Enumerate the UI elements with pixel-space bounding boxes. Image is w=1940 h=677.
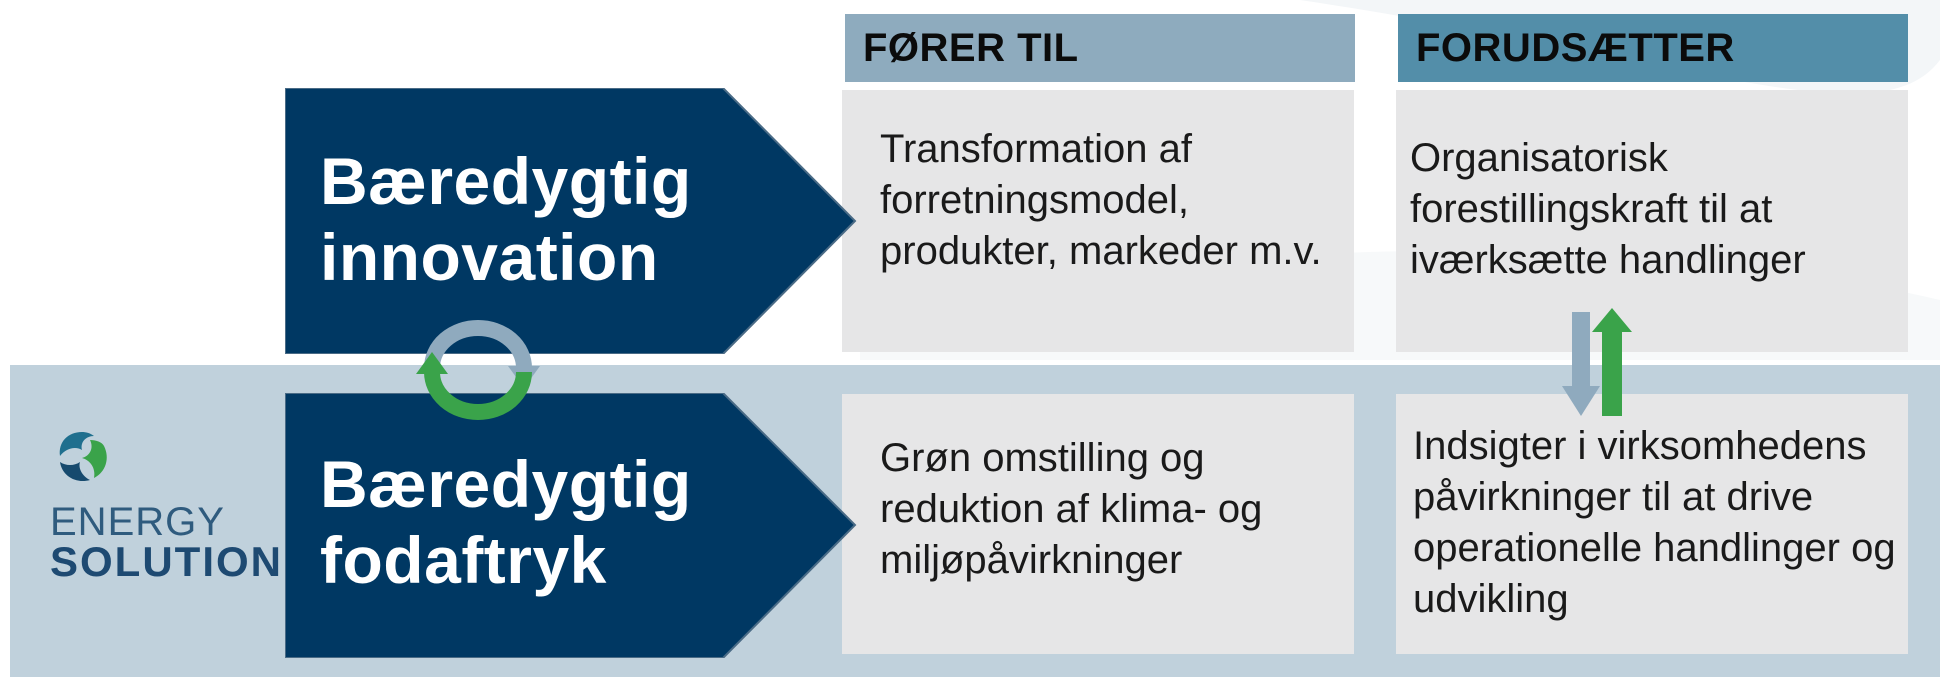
- box-line: produkter, markeder m.v.: [880, 229, 1322, 273]
- box-line: forretningsmodel,: [880, 178, 1190, 222]
- chevron-innovation: [285, 88, 857, 354]
- cycle-arrows-icon: [416, 320, 540, 420]
- chevron-title-line: Bæredygtig: [320, 447, 692, 521]
- box-line: Indsigter i virksomhedens: [1413, 424, 1867, 468]
- box-line: iværksætte handlinger: [1410, 238, 1806, 282]
- box-line: operationelle handlinger og: [1413, 526, 1896, 570]
- chevron-title-footprint: Bæredygtig fodaftryk: [320, 446, 692, 598]
- chevron-title-line: Bæredygtig: [320, 144, 692, 218]
- box-line: reduktion af klima- og: [880, 487, 1263, 531]
- chevron-title-line: innovation: [320, 220, 659, 294]
- logo-text-line1: ENERGY: [50, 500, 225, 544]
- header-requires: FORUDSÆTTER: [1398, 14, 1908, 82]
- chevron-title-line: fodaftryk: [320, 523, 607, 597]
- energy-solution-logo-icon: [59, 432, 107, 482]
- box-line: forestillingskraft til at: [1410, 187, 1773, 231]
- box-line: Organisatorisk: [1410, 136, 1668, 180]
- box-line: påvirkninger til at drive: [1413, 475, 1814, 519]
- header-leads-to: FØRER TIL: [845, 14, 1355, 82]
- box-footprint-leads-to: Grøn omstilling og reduktion af klima- o…: [842, 394, 1354, 654]
- box-footprint-requires: Indsigter i virksomhedens påvirkninger t…: [1396, 394, 1908, 654]
- box-line: Grøn omstilling og: [880, 436, 1205, 480]
- box-line: udvikling: [1413, 577, 1569, 621]
- box-line: Transformation af: [880, 127, 1192, 171]
- box-innovation-leads-to: Transformation af forretningsmodel, prod…: [842, 90, 1354, 352]
- chevron-title-innovation: Bæredygtig innovation: [320, 143, 692, 295]
- up-down-arrows-icon: [1562, 308, 1632, 416]
- chevron-footprint: [285, 393, 857, 658]
- box-line: miljøpåvirkninger: [880, 538, 1183, 582]
- box-innovation-requires: Organisatorisk forestillingskraft til at…: [1396, 90, 1908, 352]
- logo-text-line2: SOLUTION: [50, 538, 283, 585]
